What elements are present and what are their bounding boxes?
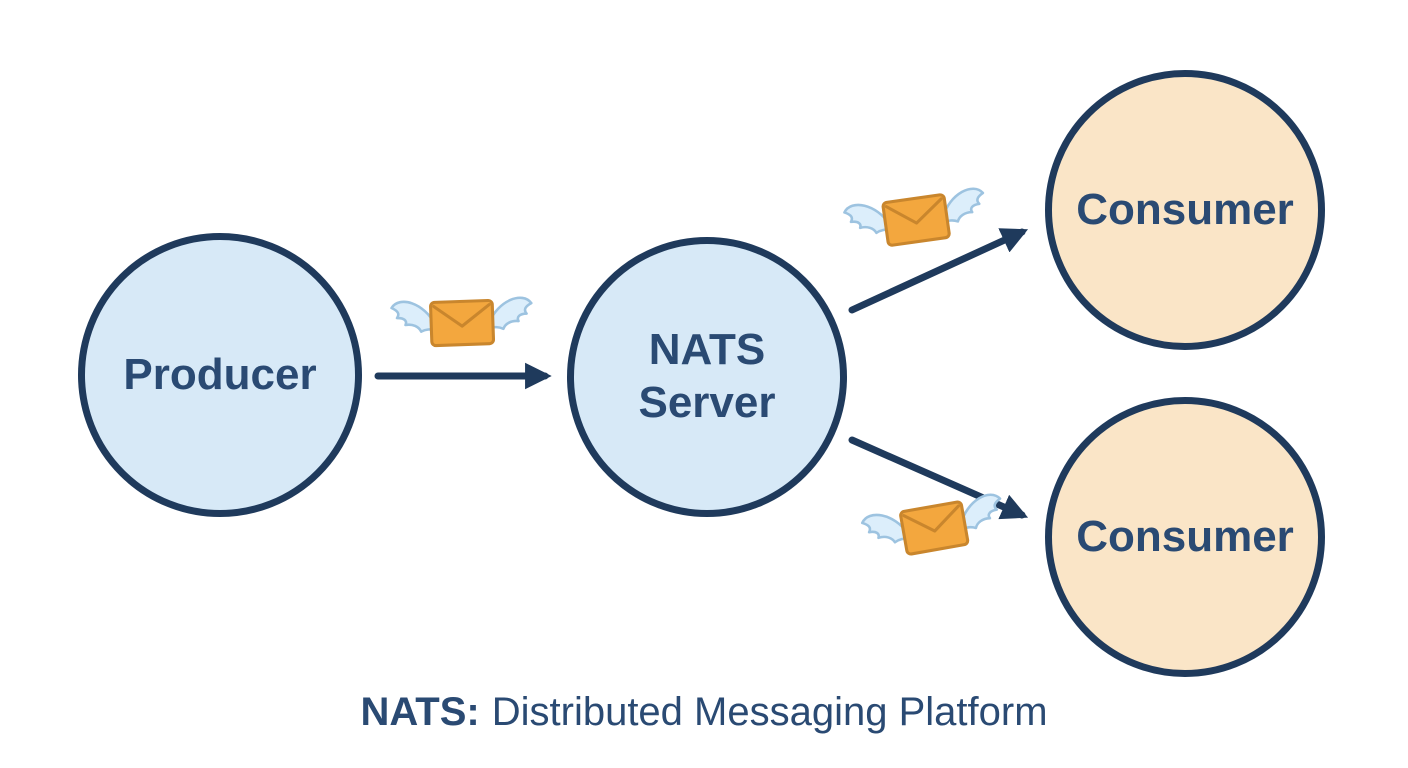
consumer-bottom-label: Consumer: [1076, 511, 1294, 564]
consumer-bottom-node: Consumer: [1045, 397, 1325, 677]
nats-server-node: NATS Server: [567, 237, 847, 517]
caption-subtitle: Distributed Messaging Platform: [491, 690, 1048, 734]
consumer-top-node: Consumer: [1045, 70, 1325, 350]
caption-title: NATS:: [360, 690, 480, 734]
producer-node: Producer: [78, 233, 362, 517]
nats-server-label-line2: Server: [638, 378, 776, 427]
arrow-server-to-consumer-bottom: [848, 436, 1029, 520]
consumer-bottom-label-text: Consumer: [1076, 511, 1294, 561]
diagram-caption: NATS:Distributed Messaging Platform: [0, 690, 1408, 735]
producer-label-text: Producer: [123, 349, 317, 399]
nats-server-label-line1: NATS: [648, 325, 766, 375]
winged-envelope-icon: [389, 295, 535, 349]
arrow-server-to-consumer-top: [848, 228, 1029, 314]
producer-label: Producer: [123, 349, 316, 402]
winged-envelope-icon: [842, 185, 990, 253]
consumer-top-label-text: Consumer: [1076, 184, 1294, 234]
consumer-top-label: Consumer: [1076, 184, 1294, 237]
nats-server-label: NATS Server: [638, 324, 775, 430]
winged-envelope-icon: [859, 491, 1009, 563]
